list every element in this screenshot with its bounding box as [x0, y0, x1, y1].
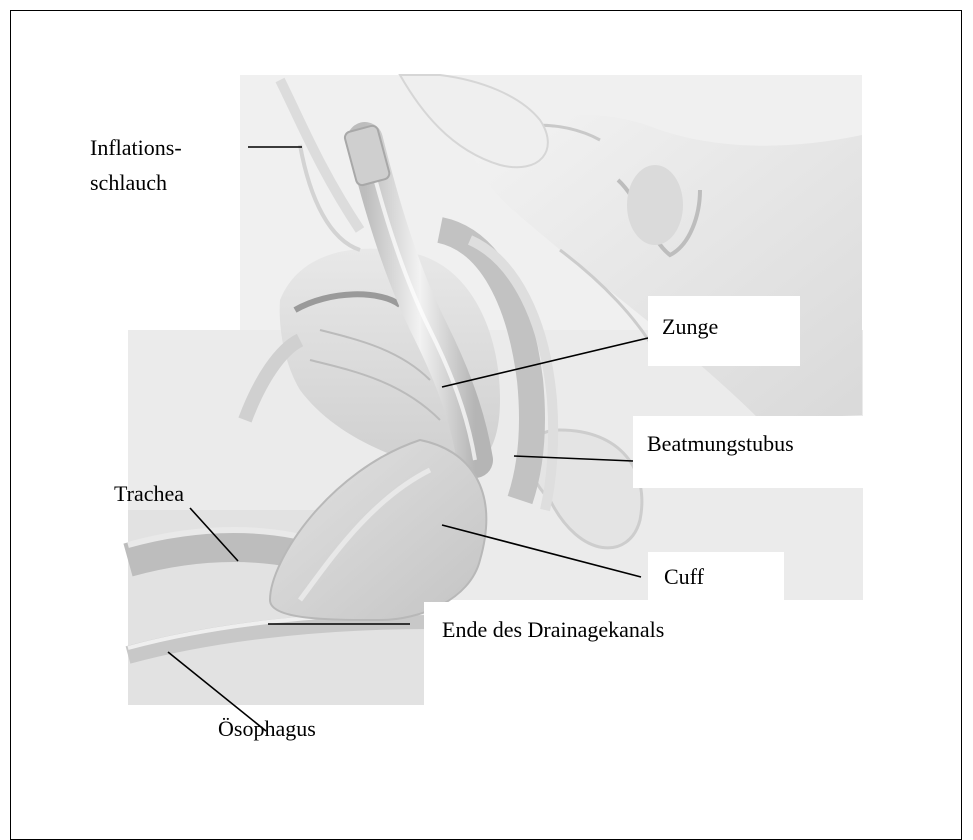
- label-esophagus: Ösophagus: [218, 715, 316, 742]
- label-drain-end: Ende des Drainagekanals: [424, 602, 842, 652]
- airway-illustration: [0, 0, 973, 818]
- label-inflation-tube-line2: schlauch: [90, 169, 167, 196]
- label-inflation-tube-line1: Inflations-: [90, 134, 182, 161]
- label-tongue: Zunge: [648, 296, 800, 366]
- label-airway-tube: Beatmungstubus: [633, 416, 877, 488]
- label-cuff: Cuff: [648, 552, 784, 602]
- label-trachea: Trachea: [114, 480, 184, 507]
